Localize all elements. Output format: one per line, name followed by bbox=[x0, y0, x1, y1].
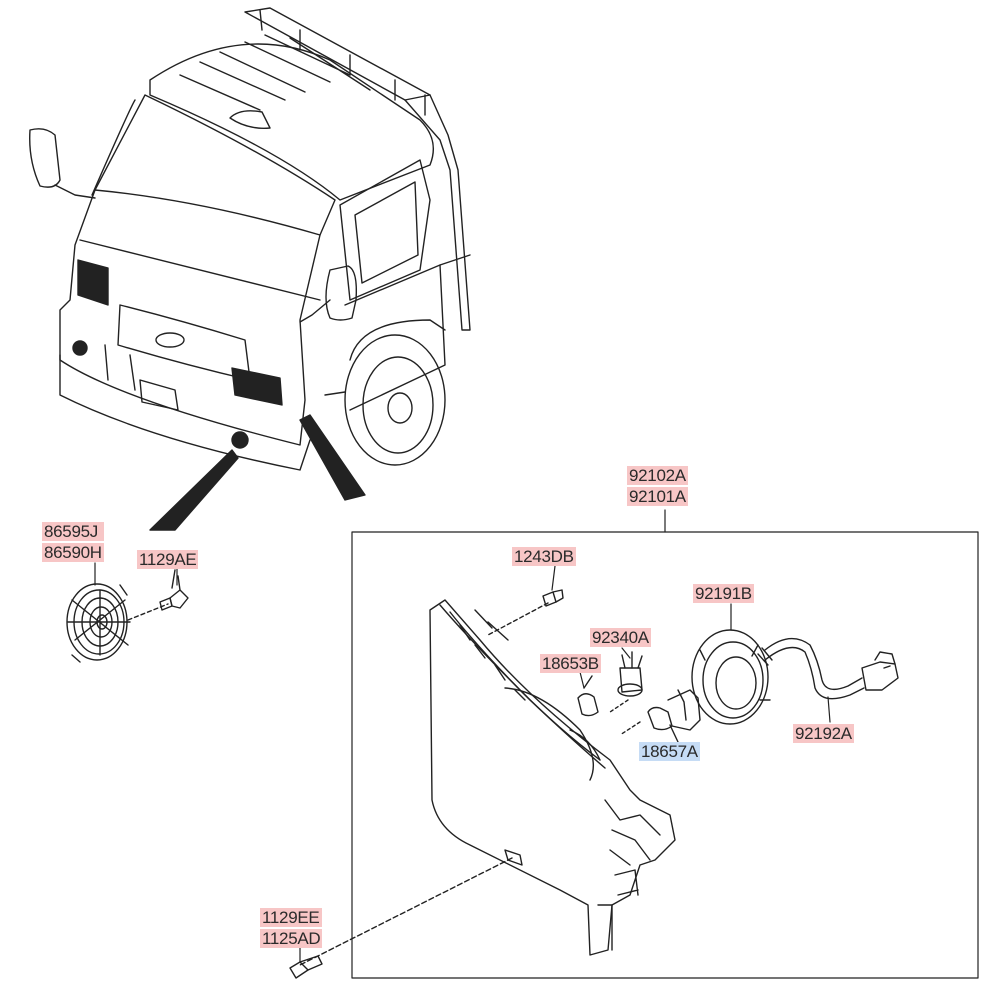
part-label-bolt-bottom[interactable]: 1125AD bbox=[260, 929, 323, 948]
fog-lamp-grille-icon bbox=[66, 583, 131, 663]
screw-icon bbox=[542, 589, 564, 607]
pointer-headlamp bbox=[299, 414, 366, 501]
label-group-assembly: 92102A 92101A bbox=[627, 466, 688, 506]
label-group-fog-lamp: 86595J 86590H bbox=[42, 522, 104, 562]
socket-icon bbox=[609, 651, 643, 713]
pointer-fog-lamp bbox=[149, 449, 239, 531]
part-label-assembly-bottom[interactable]: 92101A bbox=[627, 487, 688, 506]
part-label-fog-top[interactable]: 86595J bbox=[42, 522, 104, 541]
cover-cap-icon bbox=[691, 629, 771, 725]
part-label-bolt-top[interactable]: 1129EE bbox=[260, 908, 323, 927]
part-label-bulb-main[interactable]: 18657A bbox=[639, 742, 700, 761]
part-label-socket[interactable]: 92340A bbox=[590, 628, 651, 647]
wiring-harness-icon bbox=[757, 637, 899, 700]
bulb-icon-main bbox=[619, 689, 701, 736]
bulb-icon-small bbox=[577, 675, 599, 717]
truck-cab-illustration bbox=[29, 7, 471, 471]
part-label-harness[interactable]: 92192A bbox=[793, 724, 854, 743]
bolt-icon-bottom bbox=[289, 955, 323, 979]
label-group-bolts: 1129EE 1125AD bbox=[260, 908, 323, 948]
part-label-assembly-top[interactable]: 92102A bbox=[627, 466, 688, 485]
bolt-icon bbox=[159, 575, 189, 611]
part-label-bulb-small[interactable]: 18653B bbox=[540, 654, 601, 673]
part-label-cover[interactable]: 92191B bbox=[693, 584, 754, 603]
part-label-screw[interactable]: 1243DB bbox=[512, 547, 576, 566]
part-label-fog-bottom[interactable]: 86590H bbox=[42, 543, 104, 562]
headlamp-assembly-icon bbox=[429, 599, 676, 956]
part-label-fog-screw[interactable]: 1129AE bbox=[137, 550, 199, 569]
